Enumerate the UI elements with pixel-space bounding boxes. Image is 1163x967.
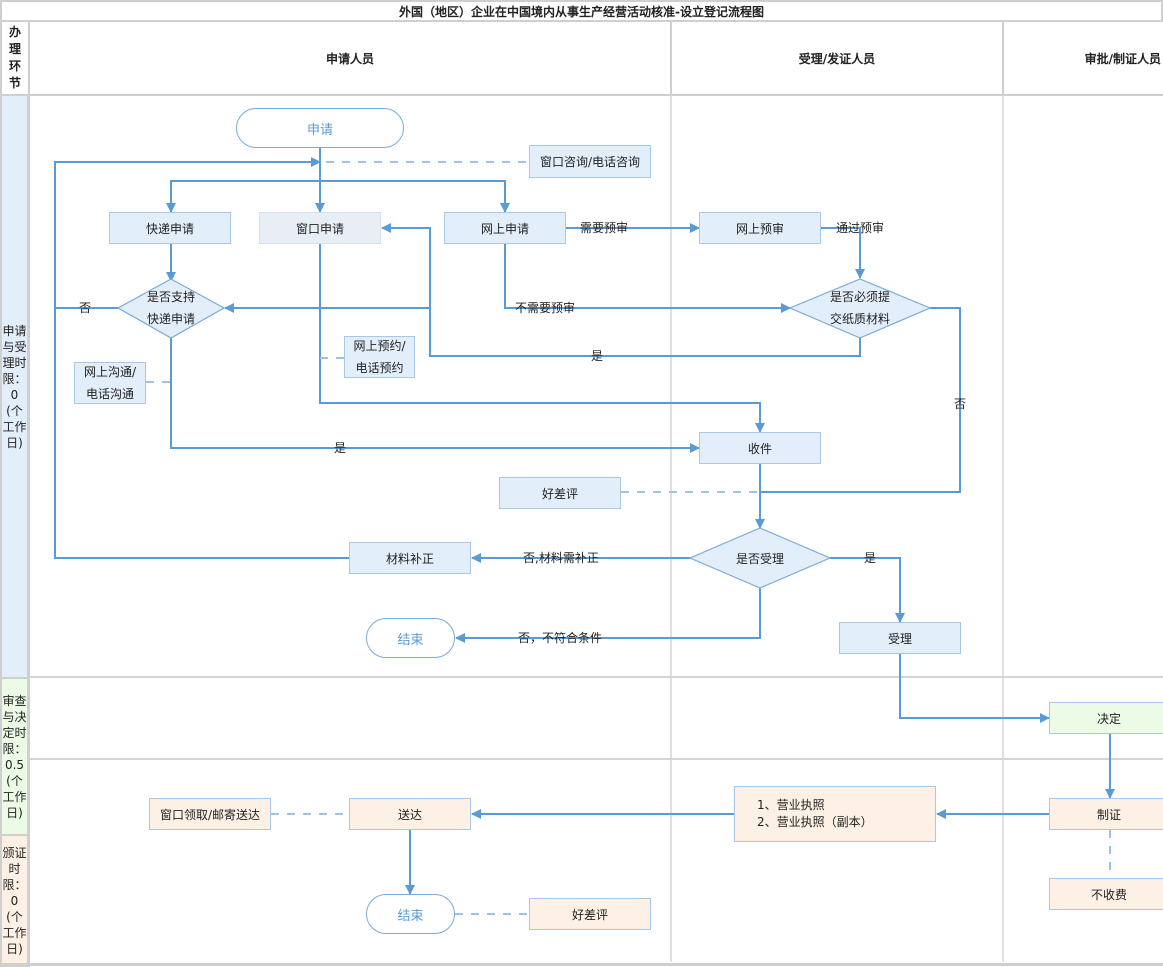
stage-apply-accept: 申请与受理时限：0(个工作日)	[0, 96, 30, 677]
rating-note-2[interactable]: 好差评	[529, 898, 651, 930]
label-express-no: 否	[79, 301, 92, 315]
edge-paper-no	[760, 307, 961, 493]
label-need-precheck: 需要预审	[580, 221, 629, 235]
receive-node[interactable]: 收件	[699, 432, 821, 464]
online-apply-node[interactable]: 网上申请	[444, 212, 566, 244]
end-terminal-1[interactable]: 结束	[366, 618, 455, 658]
stage-review-decide: 审查与决定时限：0.5(个工作日)	[0, 677, 30, 834]
lane-header-applicant: 申请人员	[30, 22, 672, 96]
make-cert-node[interactable]: 制证	[1049, 798, 1163, 830]
lane-divider	[670, 96, 672, 962]
stage-review-decide-label: 审查与决定时限：0.5(个工作日)	[2, 693, 27, 820]
deliver-node[interactable]: 送达	[349, 798, 471, 830]
edge-accept-yes	[830, 557, 905, 623]
window-apply-node[interactable]: 窗口申请	[259, 212, 381, 244]
licenses-node[interactable]: 1、营业执照 2、营业执照（副本）	[734, 786, 936, 842]
supplement-node[interactable]: 材料补正	[349, 542, 471, 574]
edge-accept-to-decide	[899, 654, 1050, 723]
booking-note[interactable]: 网上预约/ 电话预约	[344, 336, 415, 378]
label-accept-yes: 是	[864, 551, 877, 565]
stage-apply-accept-label: 申请与受理时限：0(个工作日)	[2, 323, 27, 450]
no-fee-note[interactable]: 不收费	[1049, 878, 1163, 910]
stage-header-label: 办理环节	[8, 25, 21, 90]
edge-express-yes	[170, 338, 700, 453]
accept-node[interactable]: 受理	[839, 622, 961, 654]
start-terminal[interactable]: 申请	[236, 108, 404, 148]
consult-note[interactable]: 窗口咨询/电话咨询	[529, 145, 651, 178]
stage-issue: 颁证时限：0(个工作日)	[0, 834, 30, 967]
lane-header-approver: 审批/制证人员	[1004, 22, 1163, 96]
stage-header: 办理环节	[0, 22, 30, 96]
online-precheck-node[interactable]: 网上预审	[699, 212, 821, 244]
diagram-title: 外国（地区）企业在中国境内从事生产经营活动核准-设立登记流程图	[0, 0, 1163, 22]
edge-no-precheck	[504, 244, 791, 313]
label-express-yes: 是	[334, 441, 347, 455]
label-not-qualified: 否，不符合条件	[518, 631, 603, 645]
decide-node[interactable]: 决定	[1049, 702, 1163, 734]
paper-decision-label[interactable]: 是否必须提 交纸质材料	[829, 290, 890, 326]
label-paper-yes: 是	[591, 349, 604, 363]
label-pass-precheck: 通过预审	[836, 221, 885, 235]
edge-pass-precheck	[821, 227, 865, 279]
express-decision-label[interactable]: 是否支持 快递申请	[146, 290, 195, 326]
end-terminal-2[interactable]: 结束	[366, 894, 455, 934]
rating-note-1[interactable]: 好差评	[499, 477, 621, 509]
lane-header-acceptor: 受理/发证人员	[672, 22, 1004, 96]
bottom-border	[0, 963, 1163, 966]
online-comm-note[interactable]: 网上沟通/ 电话沟通	[74, 362, 146, 404]
label-paper-no: 否	[954, 397, 967, 411]
stage-divider	[30, 758, 1163, 760]
accept-decision-label[interactable]: 是否受理	[735, 551, 784, 566]
stage-issue-label: 颁证时限：0(个工作日)	[2, 845, 27, 956]
pickup-note[interactable]: 窗口领取/邮寄送达	[149, 798, 271, 830]
stage-divider	[30, 676, 1163, 678]
edge-split-express	[166, 180, 320, 213]
edge-paper-yes	[381, 223, 861, 357]
express-apply-node[interactable]: 快递申请	[109, 212, 231, 244]
edge-split-online	[320, 180, 510, 213]
edge-not-qualified	[455, 588, 761, 643]
label-no-precheck: 不需要预审	[515, 301, 576, 315]
label-need-supplement: 否,材料需补正	[523, 551, 599, 565]
lane-divider	[1002, 96, 1004, 962]
